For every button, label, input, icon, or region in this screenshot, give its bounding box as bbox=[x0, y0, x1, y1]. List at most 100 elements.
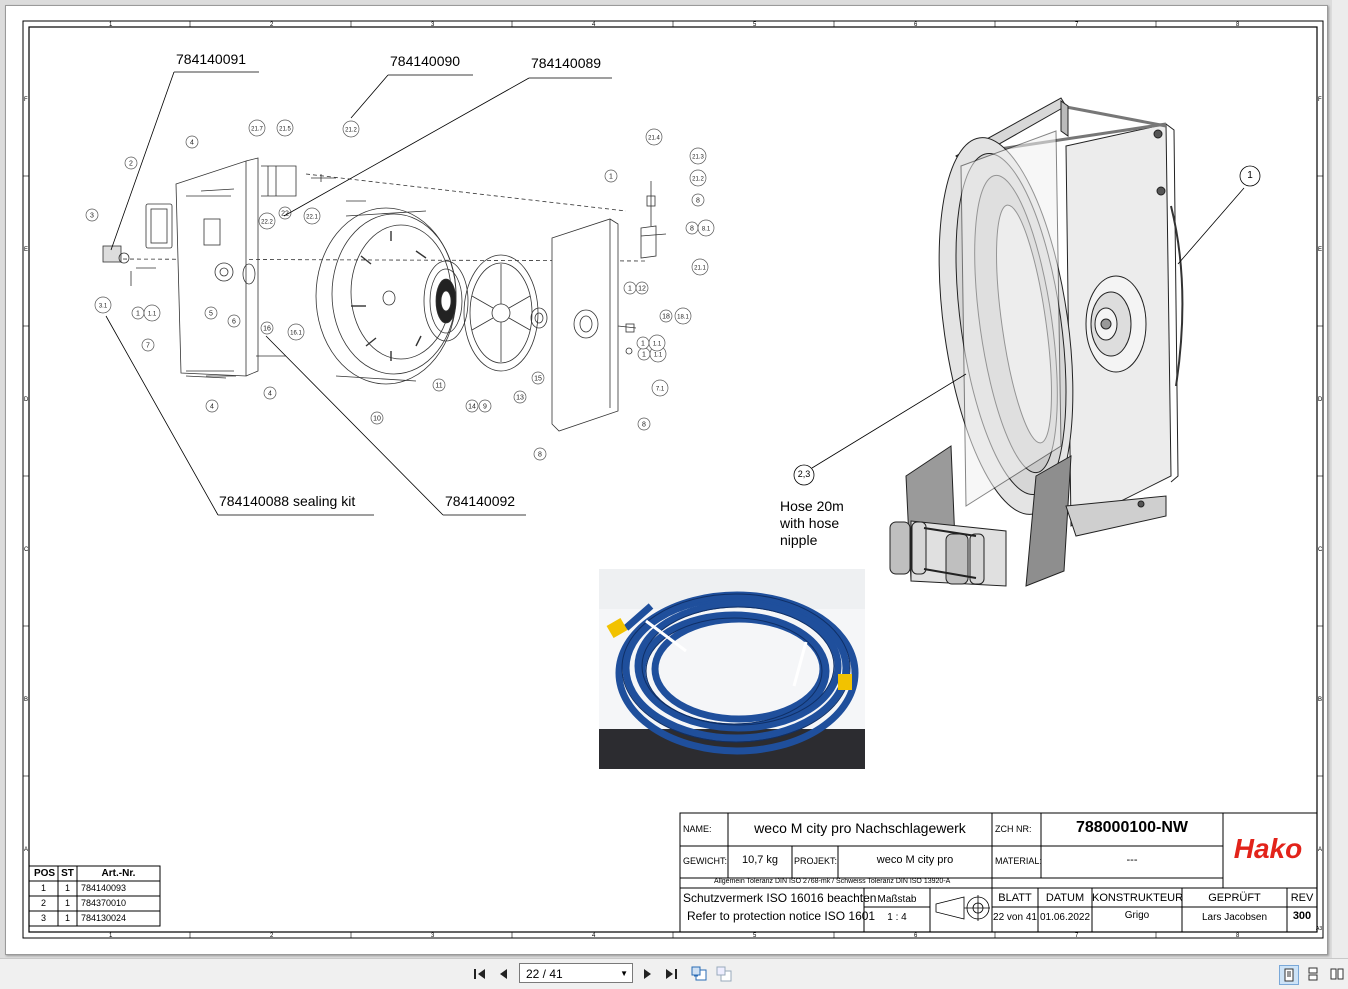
part-balloon-label: 21.5 bbox=[279, 127, 291, 133]
part-balloon-label: 4 bbox=[190, 140, 194, 147]
frame-row-label: E bbox=[24, 247, 28, 253]
part-balloon-label: 8 bbox=[538, 452, 542, 459]
part-balloon-label: 5 bbox=[209, 311, 213, 318]
part-balloon bbox=[659, 309, 673, 323]
frame-row-label: D bbox=[24, 397, 29, 403]
hose-photo bbox=[599, 569, 865, 769]
part-balloon-label: 11 bbox=[435, 383, 442, 390]
part-balloon bbox=[674, 307, 692, 325]
material-value: --- bbox=[1126, 854, 1138, 866]
part-balloon bbox=[204, 306, 218, 320]
frame-ticks bbox=[23, 21, 1323, 938]
part-balloon bbox=[465, 399, 479, 413]
part-balloon bbox=[124, 156, 138, 170]
part-balloon-label: 1.1 bbox=[654, 353, 663, 359]
part-balloon bbox=[278, 206, 292, 220]
next-page-button[interactable] bbox=[638, 965, 656, 983]
chevron-down-icon: ▼ bbox=[620, 969, 628, 978]
title-block-grid bbox=[679, 812, 1318, 933]
part-balloon-label: 10 bbox=[373, 416, 381, 423]
material-label: MATERIAL: bbox=[995, 856, 1042, 866]
zchnr-label: ZCH NR: bbox=[995, 824, 1032, 834]
part-balloon-label: 4 bbox=[210, 404, 214, 411]
part-balloon bbox=[648, 334, 666, 352]
part-balloon bbox=[94, 296, 112, 314]
frame-row-label: C bbox=[1318, 547, 1323, 553]
parts-row-artnr: 784130024 bbox=[81, 913, 127, 923]
page-number-select[interactable]: 22 / 41 ▼ bbox=[519, 963, 633, 983]
frame-column-label: 2 bbox=[270, 22, 274, 28]
part-balloon bbox=[141, 338, 155, 352]
callout-784140092: 784140092 bbox=[445, 493, 516, 509]
vertical-scrollbar[interactable] bbox=[1332, 0, 1348, 958]
part-balloon bbox=[513, 390, 527, 404]
continuous-view-button[interactable] bbox=[1304, 965, 1322, 983]
single-page-view-button[interactable] bbox=[1279, 965, 1299, 985]
part-balloon bbox=[260, 321, 274, 335]
part-balloon bbox=[531, 371, 545, 385]
part-balloon bbox=[432, 378, 446, 392]
page-indicator: 22 / 41 bbox=[526, 967, 563, 981]
parts-list-grid bbox=[28, 865, 161, 927]
reel-assembly bbox=[889, 97, 1184, 587]
part-balloon-label: 14 bbox=[468, 404, 476, 411]
designer-label: KONSTRUKTEUR bbox=[1092, 892, 1184, 904]
first-page-button[interactable] bbox=[471, 965, 489, 983]
part-balloon bbox=[533, 447, 547, 461]
part-balloon-label: 3 bbox=[90, 213, 94, 220]
first-page-icon bbox=[474, 969, 485, 979]
date-value: 01.06.2022 bbox=[1039, 912, 1091, 923]
frame-column-label: 4 bbox=[592, 22, 596, 28]
protection-note-de: Schutzvermerk ISO 16016 beachten bbox=[683, 891, 877, 905]
date-label: DATUM bbox=[1045, 892, 1085, 904]
single-page-icon bbox=[1284, 968, 1294, 982]
frame-row-label: B bbox=[1318, 697, 1322, 703]
part-balloon bbox=[276, 119, 294, 137]
part-balloon-label: 8 bbox=[696, 198, 700, 205]
parts-row-pos: 2 bbox=[40, 898, 46, 908]
part-balloon bbox=[645, 128, 663, 146]
next-view-button[interactable] bbox=[715, 965, 733, 983]
previous-view-icon bbox=[691, 966, 707, 981]
weight-label: GEWICHT: bbox=[683, 856, 727, 866]
checked-value: Lars Jacobsen bbox=[1201, 912, 1268, 923]
reel-leaders bbox=[811, 187, 1245, 469]
part-balloon-label: 22 bbox=[281, 211, 289, 218]
part-balloon-label: 18 bbox=[662, 314, 670, 321]
two-page-icon bbox=[1330, 968, 1344, 980]
reel-balloon-label: 1 bbox=[1247, 170, 1253, 181]
part-balloon-label: 1.1 bbox=[653, 342, 662, 348]
part-balloon bbox=[85, 208, 99, 222]
previous-page-button[interactable] bbox=[495, 965, 513, 983]
frame-column-label: 6 bbox=[914, 22, 918, 28]
part-balloon-label: 7 bbox=[146, 343, 150, 350]
last-page-button[interactable] bbox=[662, 965, 680, 983]
part-balloon bbox=[303, 207, 321, 225]
two-page-view-button[interactable] bbox=[1328, 965, 1346, 983]
tolerance-note: Allgemein Toleranz DIN ISO 2768-mk / Sch… bbox=[714, 878, 951, 885]
part-balloon bbox=[689, 147, 707, 165]
frame-column-label: 8 bbox=[1236, 933, 1240, 939]
part-balloon-label: 8 bbox=[690, 226, 694, 233]
callout-784140089: 784140089 bbox=[531, 55, 602, 71]
part-balloon-label: 3.1 bbox=[99, 304, 108, 310]
part-balloon bbox=[227, 314, 241, 328]
part-balloon-label: 4 bbox=[268, 391, 272, 398]
part-balloon bbox=[248, 119, 266, 137]
part-balloon-label: 1.1 bbox=[148, 312, 157, 318]
part-balloon-label: 8.1 bbox=[702, 227, 711, 233]
scale-value: 1 : 4 bbox=[887, 912, 907, 923]
part-balloon bbox=[604, 169, 618, 183]
part-balloon-label: 21.7 bbox=[251, 127, 263, 133]
part-balloon bbox=[691, 193, 705, 207]
frame-column-label: 5 bbox=[753, 933, 757, 939]
zchnr-value: 788000100-NW bbox=[1075, 819, 1189, 836]
previous-view-button[interactable] bbox=[690, 965, 708, 983]
designer-value: Grigo bbox=[1124, 910, 1150, 921]
part-balloon bbox=[143, 304, 161, 322]
callout-sealing-kit: 784140088 sealing kit bbox=[219, 493, 356, 509]
frame-column-label: 7 bbox=[1075, 933, 1079, 939]
